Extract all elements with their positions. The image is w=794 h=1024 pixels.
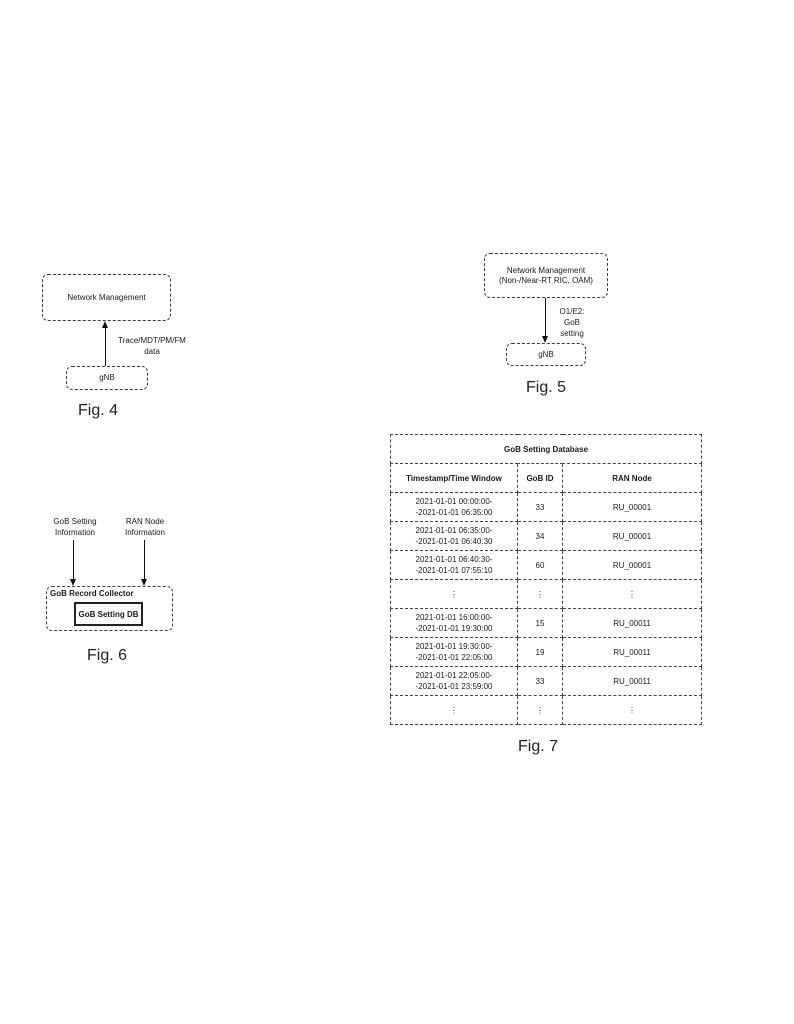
fig6-input2-label: RAN Node Information: [115, 516, 175, 538]
table-body: 2021-01-01 00:00:00- -2021-01-01 06:35:00…: [390, 492, 703, 725]
table-row: 2021-01-01 06:40:30- -2021-01-01 07:55:10…: [390, 550, 703, 580]
fig4-arrow-label: Trace/MDT/PM/FM data: [112, 335, 192, 357]
fig5-arrow-label-line1: O1/E2:: [559, 307, 585, 316]
timestamp-end: -2021-01-01 22:05:00: [415, 653, 493, 662]
cell-gob-id: 15: [517, 608, 563, 638]
fig6-arrow1-down-icon: [70, 579, 76, 586]
fig6-arrow2-down-icon: [141, 579, 147, 586]
timestamp-start: 2021-01-01 19:30:00-: [415, 642, 493, 651]
fig4-arrow-up-icon: [102, 321, 108, 328]
timestamp-end: -2021-01-01 19:30:00: [415, 624, 493, 633]
timestamp-end: -2021-01-01 06:35:00: [415, 508, 493, 517]
fig7-caption: Fig. 7: [517, 738, 558, 755]
column-header-gob-id: GoB ID: [517, 463, 563, 493]
timestamp-start: 2021-01-01 06:40:30-: [415, 555, 493, 564]
cell-ran-node: RU_00011: [561, 637, 703, 667]
fig4-gnb-label: gNB: [99, 373, 115, 382]
fig5-arrow-label: O1/E2: GoB setting: [552, 306, 592, 339]
cell-gob-id: ⋮: [517, 579, 563, 609]
timestamp-end: -2021-01-01 06:40:30: [415, 537, 493, 546]
cell-ran-node: RU_00001: [561, 550, 703, 580]
timestamp-start: 2021-01-01 16:00:00-: [415, 613, 493, 622]
table-row: 2021-01-01 16:00:00- -2021-01-01 19:30:00…: [390, 608, 703, 638]
timestamp-start: ⋮: [450, 589, 458, 599]
fig6-arrow1-line: [73, 540, 74, 580]
fig6-arrow2-line: [144, 540, 145, 580]
fig5-network-management-box: Network Management (Non-/Near-RT RIC, OA…: [484, 253, 608, 298]
fig6-input1-line2: Information: [54, 528, 96, 537]
column-header-timestamp: Timestamp/Time Window: [390, 463, 518, 493]
cell-timestamp: 2021-01-01 19:30:00- -2021-01-01 22:05:00: [390, 637, 518, 667]
cell-ran-node: RU_00011: [561, 608, 703, 638]
table-row: 2021-01-01 00:00:00- -2021-01-01 06:35:00…: [390, 492, 703, 522]
table-row: ⋮⋮⋮: [390, 579, 703, 609]
fig4-arrow-label-line2: data: [144, 347, 160, 356]
cell-ran-node: RU_00011: [561, 666, 703, 696]
fig5-network-management-label: Network Management: [506, 265, 586, 275]
cell-ran-node: RU_00001: [561, 492, 703, 522]
timestamp-start: 2021-01-01 22:05:00-: [415, 671, 493, 680]
cell-timestamp: 2021-01-01 06:35:00- -2021-01-01 06:40:30: [390, 521, 518, 551]
cell-gob-id: 34: [517, 521, 563, 551]
cell-gob-id: 33: [517, 666, 563, 696]
timestamp-end: -2021-01-01 23:59:00: [415, 682, 493, 691]
table-row: 2021-01-01 19:30:00- -2021-01-01 22:05:00…: [390, 637, 703, 667]
fig6-caption: Fig. 6: [86, 647, 127, 664]
timestamp-start: 2021-01-01 06:35:00-: [415, 526, 493, 535]
fig5-arrow-down-icon: [542, 336, 548, 343]
fig5-caption: Fig. 5: [525, 379, 566, 396]
gob-setting-database-table: GoB Setting Database Timestamp/Time Wind…: [389, 434, 703, 725]
fig6-record-collector-label: GoB Record Collector: [50, 589, 134, 598]
column-header-ran-node: RAN Node: [561, 463, 703, 493]
fig6-input1-line1: GoB Setting: [53, 517, 97, 526]
cell-gob-id: 60: [517, 550, 563, 580]
fig5-network-management-sublabel: (Non-/Near-RT RIC, OAM): [499, 275, 593, 285]
fig4-gnb-box: gNB: [66, 366, 148, 390]
fig5-arrow-line: [545, 298, 546, 336]
fig6-input2-line2: Information: [124, 528, 166, 537]
cell-timestamp: 2021-01-01 16:00:00- -2021-01-01 19:30:00: [390, 608, 518, 638]
cell-ran-node: ⋮: [561, 579, 703, 609]
fig4-network-management-label: Network Management: [67, 292, 146, 302]
table-title: GoB Setting Database: [389, 434, 703, 464]
cell-timestamp: ⋮: [390, 579, 518, 609]
timestamp-start: 2021-01-01 00:00:00-: [415, 497, 493, 506]
fig5-gnb-label: gNB: [538, 349, 554, 359]
cell-timestamp: 2021-01-01 22:05:00- -2021-01-01 23:59:00: [390, 666, 518, 696]
cell-ran-node: RU_00001: [561, 521, 703, 551]
cell-ran-node: ⋮: [561, 695, 703, 725]
timestamp-start: ⋮: [450, 705, 458, 715]
cell-timestamp: 2021-01-01 06:40:30- -2021-01-01 07:55:10: [390, 550, 518, 580]
fig4-arrow-line: [105, 328, 106, 366]
fig6-setting-db-box: GoB Setting DB: [74, 602, 143, 626]
timestamp-end: -2021-01-01 07:55:10: [415, 566, 493, 575]
fig5-gnb-box: gNB: [506, 343, 586, 366]
cell-gob-id: 19: [517, 637, 563, 667]
fig4-arrow-label-line1: Trace/MDT/PM/FM: [118, 336, 186, 345]
fig4-network-management-box: Network Management: [42, 274, 171, 321]
fig6-input2-line1: RAN Node: [125, 517, 165, 526]
fig4-caption: Fig. 4: [77, 402, 118, 419]
fig5-arrow-label-line2: GoB: [563, 318, 580, 327]
fig6-setting-db-label: GoB Setting DB: [78, 609, 139, 619]
cell-gob-id: 33: [517, 492, 563, 522]
cell-gob-id: ⋮: [517, 695, 563, 725]
table-row: 2021-01-01 22:05:00- -2021-01-01 23:59:00…: [390, 666, 703, 696]
fig5-arrow-label-line3: setting: [560, 329, 584, 338]
table-row: 2021-01-01 06:35:00- -2021-01-01 06:40:30…: [390, 521, 703, 551]
cell-timestamp: 2021-01-01 00:00:00- -2021-01-01 06:35:00: [390, 492, 518, 522]
cell-timestamp: ⋮: [390, 695, 518, 725]
fig6-input1-label: GoB Setting Information: [45, 516, 105, 538]
table-row: ⋮⋮⋮: [390, 695, 703, 725]
